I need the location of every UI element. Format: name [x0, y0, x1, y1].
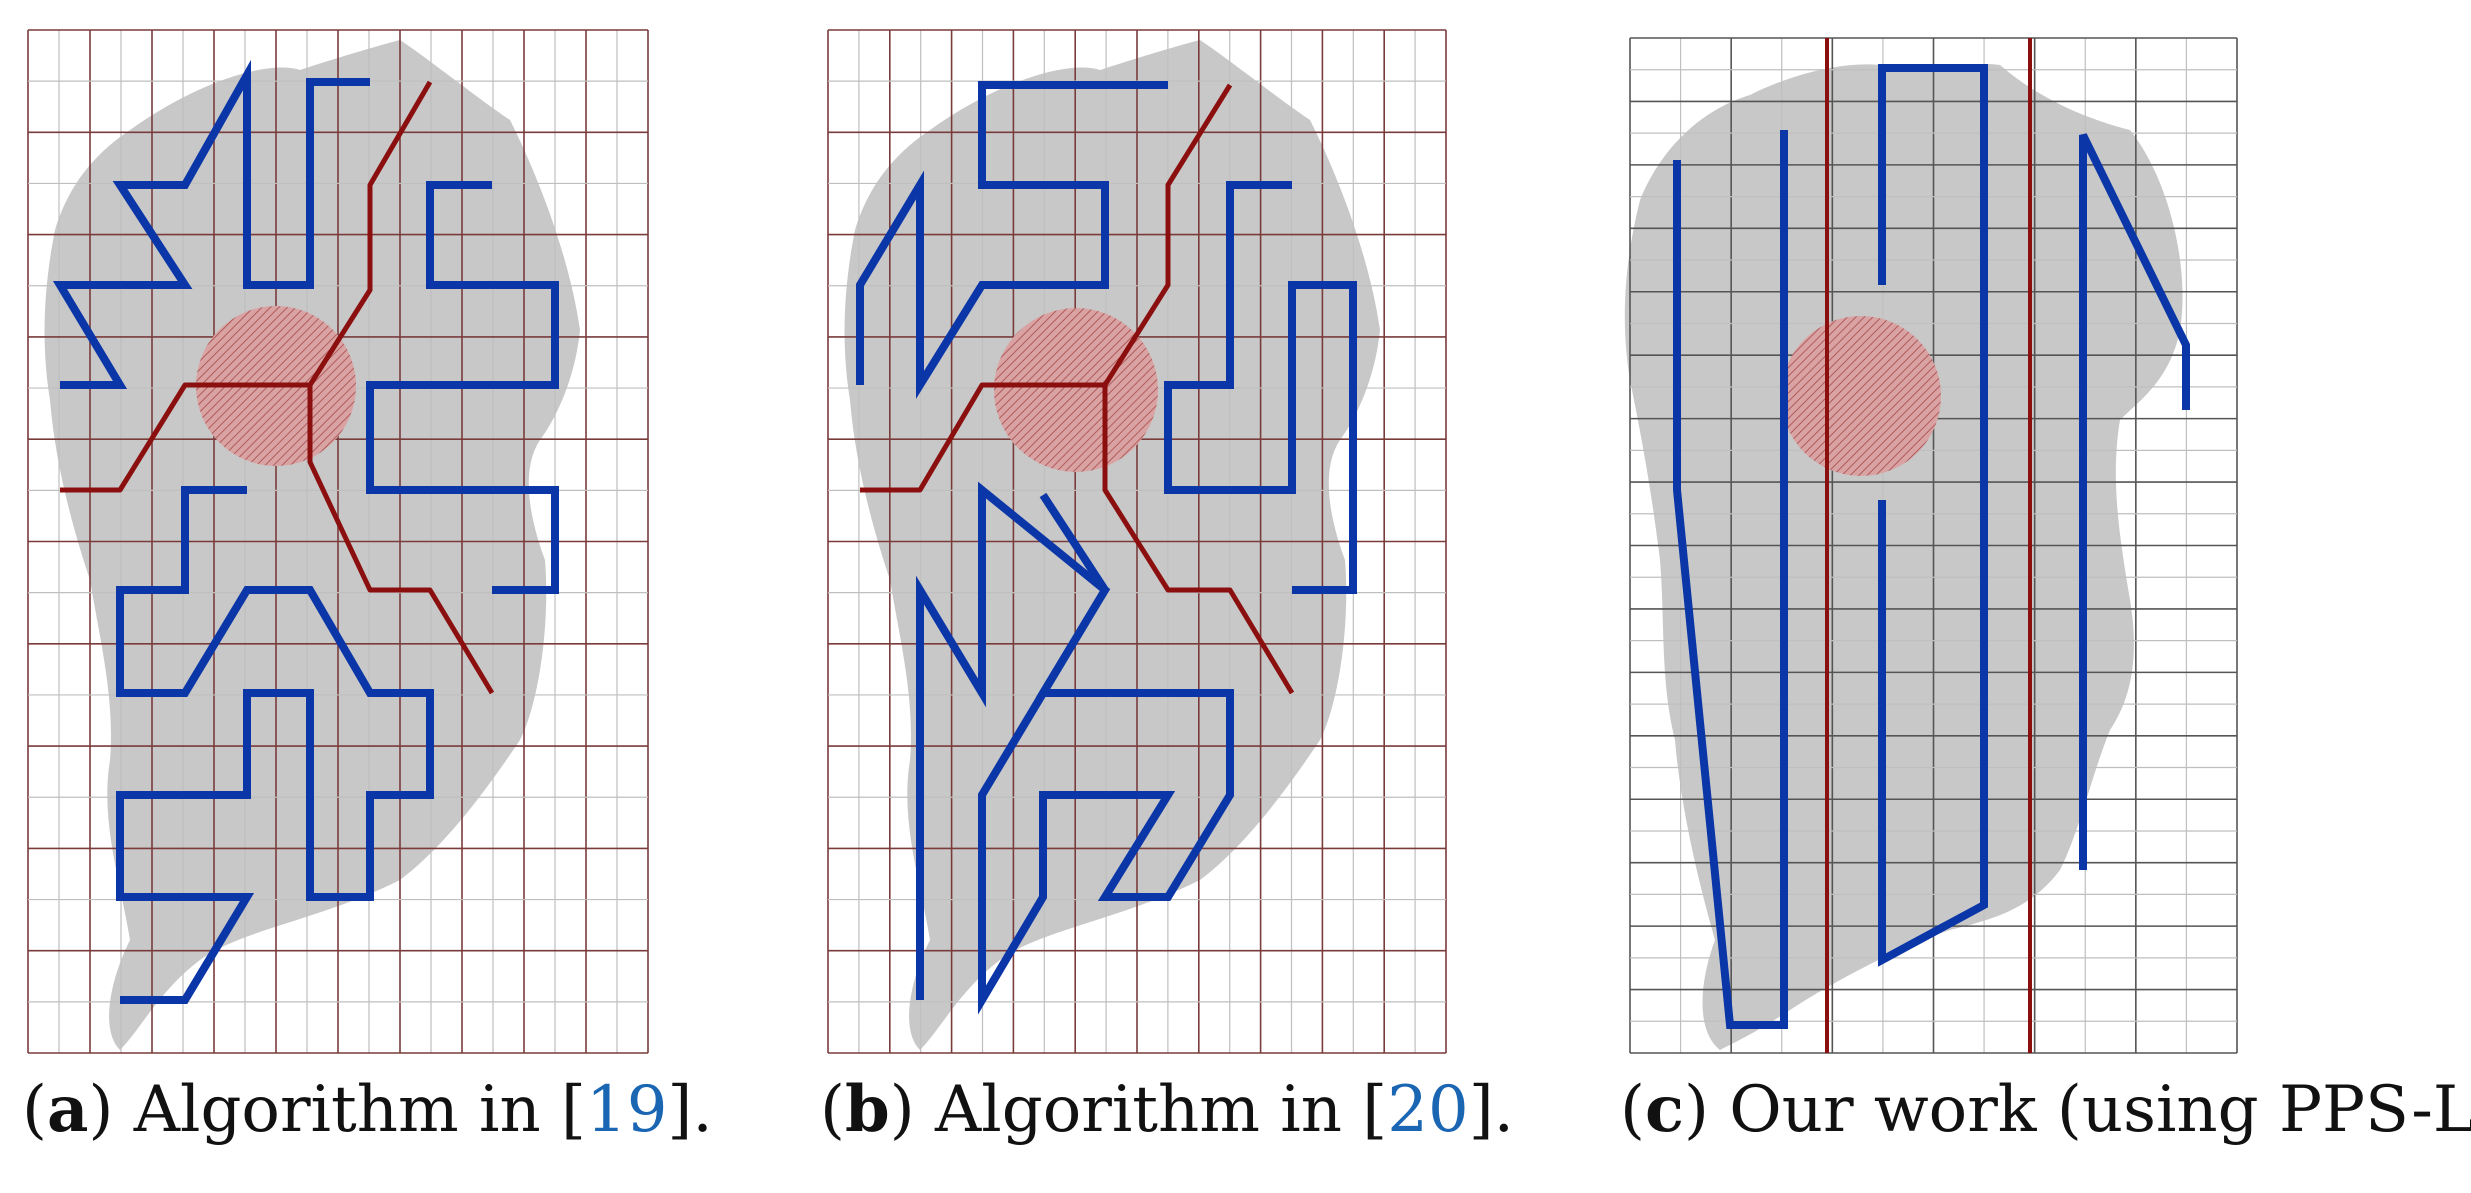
boundary-line	[60, 382, 310, 493]
coverage-path	[856, 81, 1168, 400]
boundary-line	[860, 382, 1105, 493]
caption-text-end: ].	[1468, 1073, 1514, 1147]
coverage-path	[916, 481, 1234, 1015]
citation-link[interactable]: 20	[1387, 1073, 1469, 1147]
coverage-path	[2079, 133, 2190, 870]
caption-text: Algorithm in [	[935, 1073, 1388, 1147]
caption-b: (b) Algorithm in [20].	[820, 1072, 1514, 1147]
caption-label: c	[1644, 1072, 1684, 1147]
coverage-path	[366, 181, 559, 594]
panel-c	[1624, 37, 2238, 1054]
caption-text: Algorithm in [	[133, 1073, 586, 1147]
boundary-line	[307, 80, 495, 695]
coverage-path	[1673, 130, 1788, 1029]
caption-a: (a) Algorithm in [19].	[22, 1072, 713, 1147]
grid	[1629, 37, 2238, 1054]
citation-link[interactable]: 19	[585, 1073, 668, 1147]
panel-a	[27, 29, 649, 1054]
boundary-line	[1102, 83, 1295, 695]
coverage-path	[52, 59, 370, 389]
coverage-path	[1164, 181, 1357, 594]
coverage-path	[1878, 64, 1988, 967]
caption-text-end: ].	[667, 1073, 713, 1147]
caption-text: Our work (using PPS-L).	[1729, 1073, 2471, 1147]
obstacle	[994, 308, 1158, 472]
coverage-region	[1624, 63, 2183, 1050]
caption-c: (c) Our work (using PPS-L).	[1620, 1072, 2471, 1147]
caption-label: a	[46, 1072, 89, 1147]
obstacle	[1781, 316, 1941, 476]
caption-label: b	[844, 1072, 890, 1147]
coverage-path	[116, 486, 434, 1004]
panel-b	[827, 29, 1447, 1054]
